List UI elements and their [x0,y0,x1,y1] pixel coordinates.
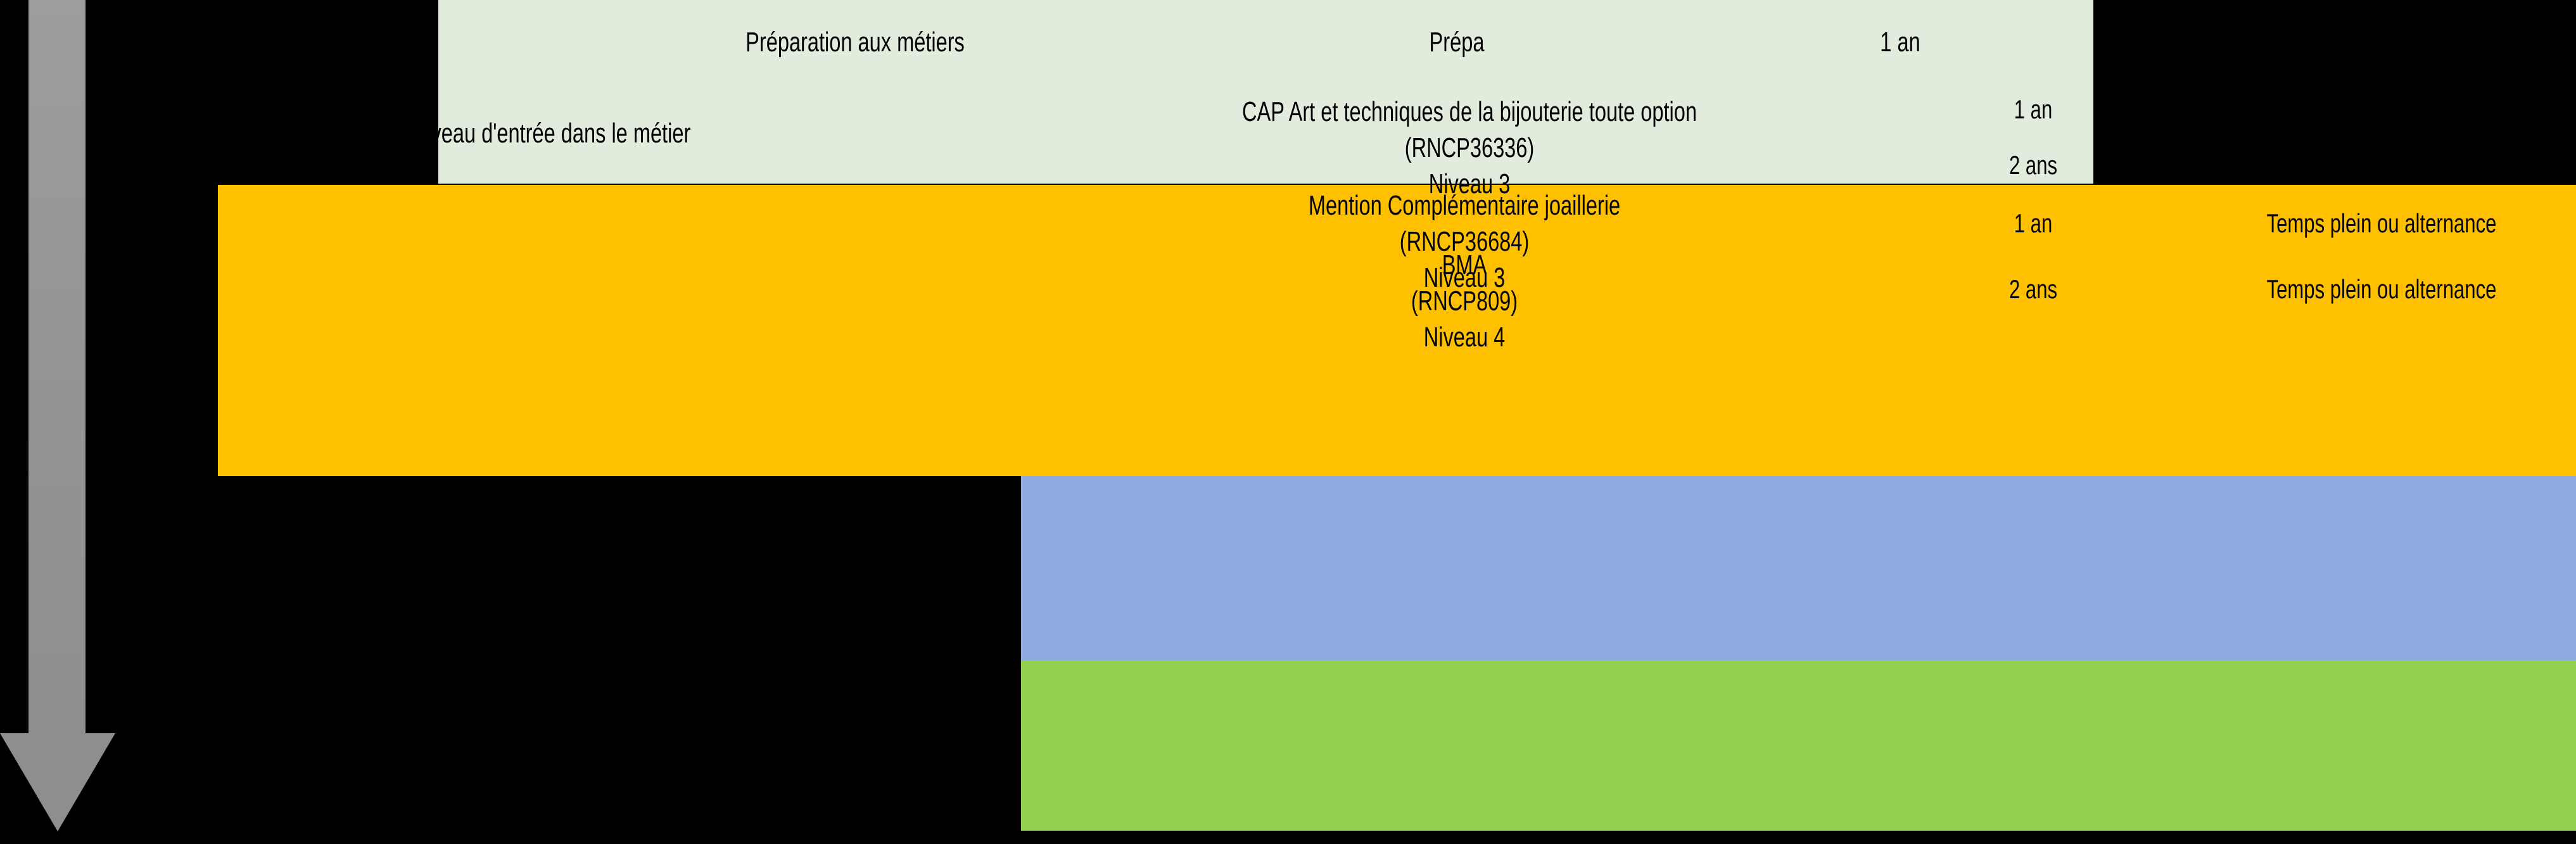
cap-duration-1: 1 an [2014,94,2053,124]
row-band-bma [1021,660,2576,831]
mc-mode: Temps plein ou alternance [2266,208,2497,238]
cap-qualification-line-2: (RNCP36336) [1404,132,1535,164]
row-band-mc [1021,476,2576,660]
bma-qualification-line-1: BMA [1442,249,1487,280]
cap-duration-2: 2 ans [2008,150,2058,180]
mc-qualification-name: Mention Complémentaire joaillerie (RNCP3… [1136,187,1792,296]
bma-duration: 2 ans [2008,274,2058,304]
cap-level-label: Niveau d'entrée dans le métier [411,118,691,149]
mc-duration: 1 an [2014,208,2053,238]
bma-qualification-line-2: (RNCP809) [1411,286,1518,317]
prepa-level-label: Préparation aux métiers [746,27,965,58]
cap-mode-2: en alternance [2315,150,2435,180]
progression-arrow-down-icon [0,0,115,831]
cap-qualification-line-3: Niveau 3 [1428,168,1511,200]
cap-qualification-name: CAP Art et techniques de la bijouterie t… [1104,94,1835,203]
mc-qualification-line-2: (RNCP36684) [1399,226,1530,258]
arrow-head [0,733,115,831]
bma-qualification-name: BMA (RNCP809) Niveau 4 [1136,247,1792,356]
row-band-cap [218,185,2576,476]
bma-mode: Temps plein ou alternance [2266,274,2497,304]
cap-qualification-line-1: CAP Art et techniques de la bijouterie t… [1241,96,1697,127]
row-band-prepa [438,0,2093,184]
bma-qualification-line-3: Niveau 4 [1423,322,1506,353]
prepa-duration: 1 an [1880,27,1920,58]
prepa-qualification-name: Prépa [1429,27,1485,58]
chevron-right-icon: > [266,118,279,149]
cap-mode-1: à temps plein [2316,94,2434,124]
mc-qualification-line-3: Niveau 3 [1423,262,1506,294]
mc-qualification-line-1: Mention Complémentaire joaillerie [1308,190,1621,221]
arrow-shaft [29,0,86,734]
